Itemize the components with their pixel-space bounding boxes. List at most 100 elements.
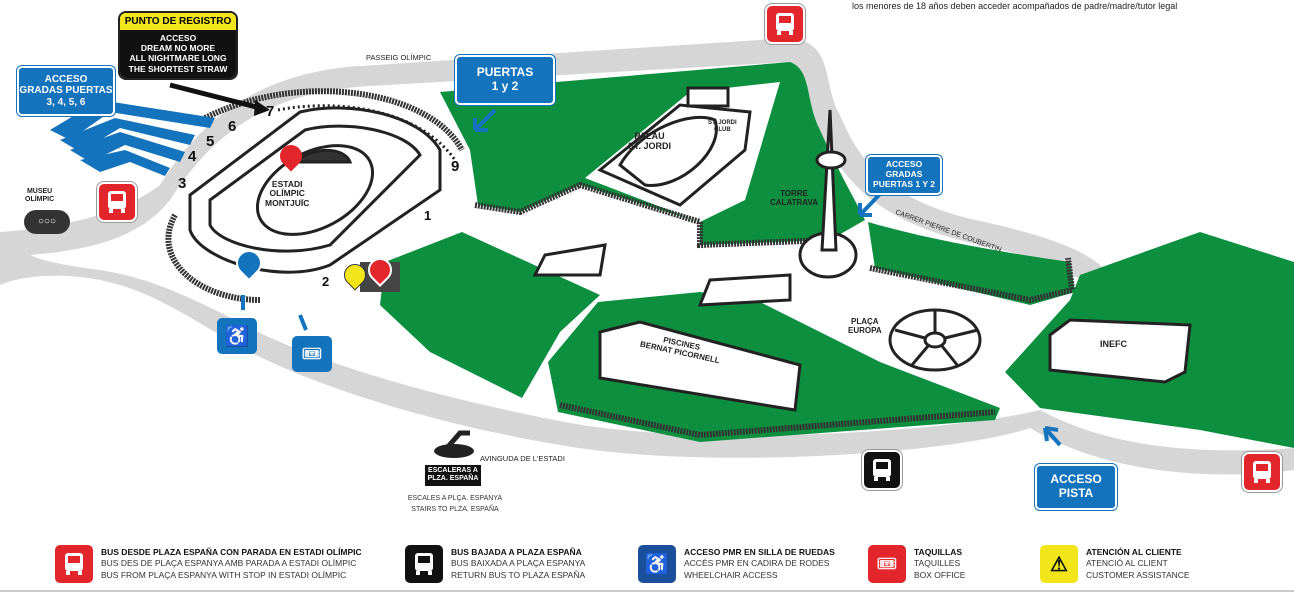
gate-9: 9 [451, 158, 460, 175]
label-line: ST. JORDI [628, 140, 672, 151]
legend-line: ACCÉS PMR EN CADIRA DE RODES [684, 558, 830, 569]
legend-title: ACCESO PMR EN SILLA DE RUEDAS [684, 547, 835, 558]
label-line: ST. JORDI [708, 120, 737, 126]
box-line: PUERTAS 1 Y 2 [873, 178, 935, 189]
box-line: PISTA [1058, 486, 1094, 500]
label-line: PALAU [634, 131, 665, 141]
legend-title: BUS DESDE PLAZA ESPAÑA CON PARADA EN EST… [101, 547, 362, 558]
top-note: los menores de 18 años deben acceder aco… [850, 1, 1180, 12]
gate-1: 1 [424, 208, 432, 223]
legend-line: BUS FROM PLAÇA ESPANYA WITH STOP IN ESTA… [101, 569, 347, 580]
gate-5: 5 [206, 133, 215, 150]
registration-line: ALL NIGHTMARE LONG [129, 53, 227, 64]
wheelchair-icon[interactable]: ♿ [217, 318, 257, 354]
wheelchair-icon: ♿ [638, 545, 676, 583]
registration-line: DREAM NO MORE [140, 43, 216, 54]
label-line: EUROPA [848, 325, 882, 335]
label-line: CLUB [714, 126, 731, 133]
bus-red-icon[interactable] [765, 4, 805, 44]
label-line: PLAÇA [851, 317, 879, 326]
legend-line: BUS BAIXADA A PLAÇA ESPANYA [451, 558, 586, 569]
legend-line: TAQUILLES [914, 558, 961, 569]
legend-line: BOX OFFICE [914, 569, 966, 580]
stairs-sub-label: ESCALES A PLÇA. ESPANYA STAIRS TO PLZA. E… [405, 494, 505, 515]
walls [165, 88, 1076, 439]
placa-europa-roundabout [888, 308, 982, 372]
parking-lots [532, 243, 792, 307]
label-line: PLZA. ESPAÑA [427, 475, 479, 483]
label-line: CALATRAVA [770, 197, 818, 207]
registration-line: ACCESO [159, 33, 197, 43]
access-gates-3456-box: ACCESO GRADAS PUERTAS 3, 4, 5, 6 [17, 66, 115, 116]
green-area-east [868, 222, 1075, 305]
label-line: ESTADI [271, 179, 303, 189]
gate-7: 7 [266, 103, 275, 120]
bus-red-icon [55, 545, 93, 583]
gate-4: 4 [188, 148, 197, 165]
access-gates-12-box: ACCESO GRADAS PUERTAS 1 Y 2 [866, 155, 942, 195]
label-line: TORRE [780, 189, 808, 198]
inefc-building [1048, 318, 1192, 384]
inefc-label: INEFC [1100, 339, 1127, 349]
label-line: MONTJUÏC [265, 197, 310, 208]
ticket-icon: 🎟 [868, 545, 906, 583]
passeig-olimpic-label: PASSEIG OLÍMPIC [366, 53, 432, 62]
registration-line: THE SHORTEST STRAW [128, 63, 228, 74]
bus-black-icon[interactable] [862, 450, 902, 490]
registration-body: ACCESO DREAM NO MORE ALL NIGHTMARE LONG … [120, 30, 236, 78]
avinguda-label: AVINGUDA DE L'ESTADI [480, 454, 565, 463]
box-line: GRADAS PUERTAS [19, 85, 113, 97]
registration-arrow [169, 82, 261, 111]
label-line: MUSEU [26, 188, 53, 195]
box-line: PUERTAS [476, 65, 534, 80]
torre-calatrava [798, 109, 858, 279]
box-line: ACCESO [1050, 472, 1102, 487]
warning-icon: ⚠ [1040, 545, 1078, 583]
registration-title: PUNTO DE REGISTRO [120, 13, 236, 30]
legend-title: BUS BAJADA A PLAZA ESPAÑA [451, 547, 582, 558]
legend-bus-red: BUS DESDE PLAZA ESPAÑA CON PARADA EN EST… [55, 545, 362, 583]
legend-line: RETURN BUS TO PLAZA ESPAÑA [451, 569, 586, 580]
legend-line: ATENCIÓ AL CLIENT [1086, 558, 1168, 569]
gate-3: 3 [178, 175, 187, 192]
box-line: 3, 4, 5, 6 [46, 96, 86, 108]
gate-6: 6 [228, 118, 237, 135]
registration-arrowhead [254, 100, 270, 116]
legend-title: ATENCIÓN AL CLIENTE [1086, 547, 1182, 558]
olympic-rings-icon: ○○○ [24, 210, 70, 234]
legend-line: WHEELCHAIR ACCESS [684, 569, 778, 580]
bus-black-icon [405, 545, 443, 583]
label-line: STAIRS TO PLZA. ESPAÑA [411, 505, 499, 513]
gate-2: 2 [322, 274, 330, 289]
bus-red-icon[interactable] [1242, 452, 1282, 492]
label-line: ESCALES A PLÇA. ESPANYA [407, 495, 503, 502]
label-line: OLÍMPIC [25, 195, 55, 203]
ticket-icon[interactable]: 🎟 [292, 336, 332, 372]
access-track-box: ACCESO PISTA [1035, 464, 1117, 510]
gates-1-2-box: PUERTAS 1 y 2 [455, 55, 555, 105]
legend-divider [0, 590, 1294, 592]
bus-red-icon[interactable] [97, 182, 137, 222]
pointer-arrows [241, 108, 1062, 447]
stadium-structure [188, 104, 457, 274]
box-line: 1 y 2 [491, 79, 519, 93]
legend-line: BUS DES DE PLAÇA ESPANYA AMB PARADA A ES… [101, 558, 357, 569]
label-line: ESCALERAS A [428, 467, 478, 474]
label-line: OLÍMPIC [269, 188, 305, 199]
escalator-icon [432, 425, 476, 459]
legend-line: CUSTOMER ASSISTANCE [1086, 569, 1190, 580]
legend-title: TAQUILLAS [914, 547, 963, 558]
box-line: ACCESO [44, 73, 88, 85]
palau-st-jordi-building [597, 86, 752, 207]
registration-point-box: PUNTO DE REGISTRO ACCESO DREAM NO MORE A… [118, 11, 238, 80]
